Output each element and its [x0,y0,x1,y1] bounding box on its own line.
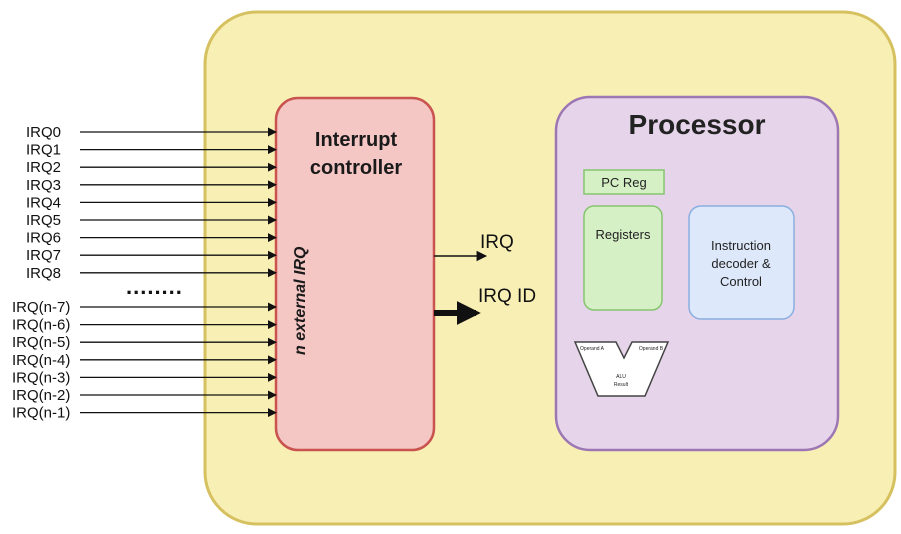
pc-reg-block [583,169,665,195]
pc-reg-label: PC Reg [601,175,647,190]
irq-input-label: IRQ(n-7) [12,299,70,316]
irq-input-lines-bottom: IRQ(n-7)IRQ(n-6)IRQ(n-5)IRQ(n-4)IRQ(n-3)… [12,299,277,422]
alu-result-label-line1: ALU [616,374,626,380]
irq-input-label: IRQ8 [26,265,61,282]
decoder-label-line3: Control [720,274,762,289]
irq-input-label: IRQ(n-1) [12,405,70,422]
interrupt-controller-title-line2: controller [310,157,402,179]
irq-input-label: IRQ6 [26,230,61,247]
irq-input-label: IRQ(n-3) [12,369,70,386]
irq-input-label: IRQ0 [26,124,61,141]
alu-shape [573,341,670,397]
irq-input-label: IRQ4 [26,194,61,211]
decoder-label-line1: Instruction [711,238,771,253]
decoder-label-line2: decoder & [711,256,771,271]
irq-input-label: IRQ5 [26,212,61,229]
irq-output-label: IRQ [480,232,514,253]
instruction-decoder-block [688,205,795,320]
alu-operand-b-label: Operand B [639,346,664,352]
irq-input-label: IRQ7 [26,247,61,264]
irq-input-label: IRQ(n-2) [12,387,70,404]
n-external-irq-label: n external IRQ [292,246,309,355]
interrupt-controller-title-line1: Interrupt [315,129,398,151]
registers-label: Registers [596,227,651,242]
irq-ellipsis: ........ [126,274,183,299]
irq-input-label: IRQ3 [26,177,61,194]
irq-input-label: IRQ2 [26,159,61,176]
irq-input-label: IRQ(n-4) [12,352,70,369]
irq-input-label: IRQ(n-6) [12,317,70,334]
irq-id-output-label: IRQ ID [478,286,536,307]
irq-input-label: IRQ1 [26,142,61,159]
processor-title: Processor [629,109,766,140]
irq-input-label: IRQ(n-5) [12,334,70,351]
alu-operand-a-label: Operand A [580,346,605,352]
registers-block [583,205,663,311]
alu-result-label-line2: Result [614,382,629,388]
